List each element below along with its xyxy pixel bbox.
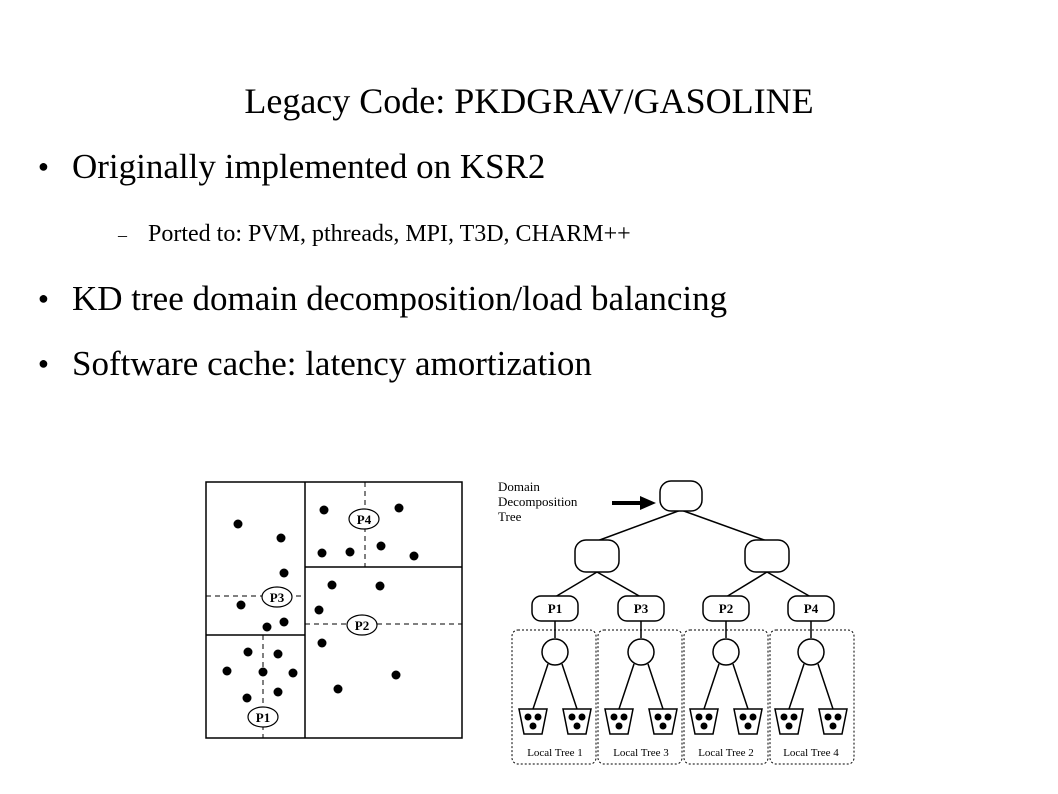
- local-tree-label: Local Tree 1: [527, 747, 583, 759]
- bullet-item: ● Originally implemented on KSR2: [38, 147, 545, 187]
- svg-text:P1: P1: [256, 710, 270, 725]
- local-tree-panel: Local Tree 3: [597, 629, 683, 765]
- bullet-icon: ●: [38, 288, 49, 309]
- particles: [222, 503, 419, 703]
- bullet-icon: ●: [38, 156, 49, 177]
- processor-node: P1: [531, 595, 579, 622]
- region-label-p4: P4: [348, 508, 380, 530]
- tree-figure: Domain Decomposition Tree P1 P3: [498, 479, 855, 765]
- processor-node: P2: [702, 595, 750, 622]
- tree-caption-line: Domain: [498, 479, 540, 494]
- local-tree-label: Local Tree 3: [613, 747, 669, 759]
- svg-text:P1: P1: [548, 601, 562, 616]
- svg-text:P4: P4: [804, 601, 819, 616]
- bullet-item: ● KD tree domain decomposition/load balan…: [38, 279, 727, 319]
- sub-bullet-text: Ported to: PVM, pthreads, MPI, T3D, CHAR…: [148, 221, 631, 247]
- local-tree-panel: Local Tree 2: [683, 629, 769, 765]
- processor-node: P3: [617, 595, 665, 622]
- region-label-p3: P3: [261, 586, 293, 608]
- root-node: [659, 480, 703, 512]
- slide-title: Legacy Code: PKDGRAV/GASOLINE: [244, 81, 814, 121]
- svg-text:P3: P3: [270, 590, 285, 605]
- bullet-text: Software cache: latency amortization: [72, 344, 592, 383]
- region-label-p1: P1: [247, 706, 279, 728]
- local-tree-label: Local Tree 2: [698, 747, 754, 759]
- svg-text:P2: P2: [719, 601, 733, 616]
- internal-node: [574, 539, 620, 573]
- tree-caption-line: Tree: [498, 509, 522, 524]
- svg-text:P4: P4: [357, 512, 372, 527]
- tree-caption-line: Decomposition: [498, 494, 578, 509]
- internal-node: [744, 539, 790, 573]
- tree-edges: [554, 509, 812, 638]
- sub-bullet-item: – Ported to: PVM, pthreads, MPI, T3D, CHA…: [118, 221, 631, 248]
- local-tree-panel: Local Tree 1: [511, 629, 597, 765]
- local-tree-panel: Local Tree 4: [769, 629, 855, 765]
- bullet-icon: ●: [38, 353, 49, 374]
- domain-decomposition-figure: P4 P3 P2 P1: [205, 481, 463, 739]
- dash-icon: –: [118, 225, 127, 245]
- bullet-text: KD tree domain decomposition/load balanc…: [72, 279, 728, 318]
- svg-text:P2: P2: [355, 618, 369, 633]
- domain-box: [205, 481, 463, 739]
- region-label-p2: P2: [346, 614, 378, 636]
- bullet-item: ● Software cache: latency amortization: [38, 344, 592, 384]
- bullet-text: Originally implemented on KSR2: [72, 147, 546, 186]
- arrow-right-icon: [640, 496, 656, 510]
- svg-text:P3: P3: [634, 601, 649, 616]
- local-tree-label: Local Tree 4: [783, 747, 839, 759]
- processor-node: P4: [787, 595, 835, 622]
